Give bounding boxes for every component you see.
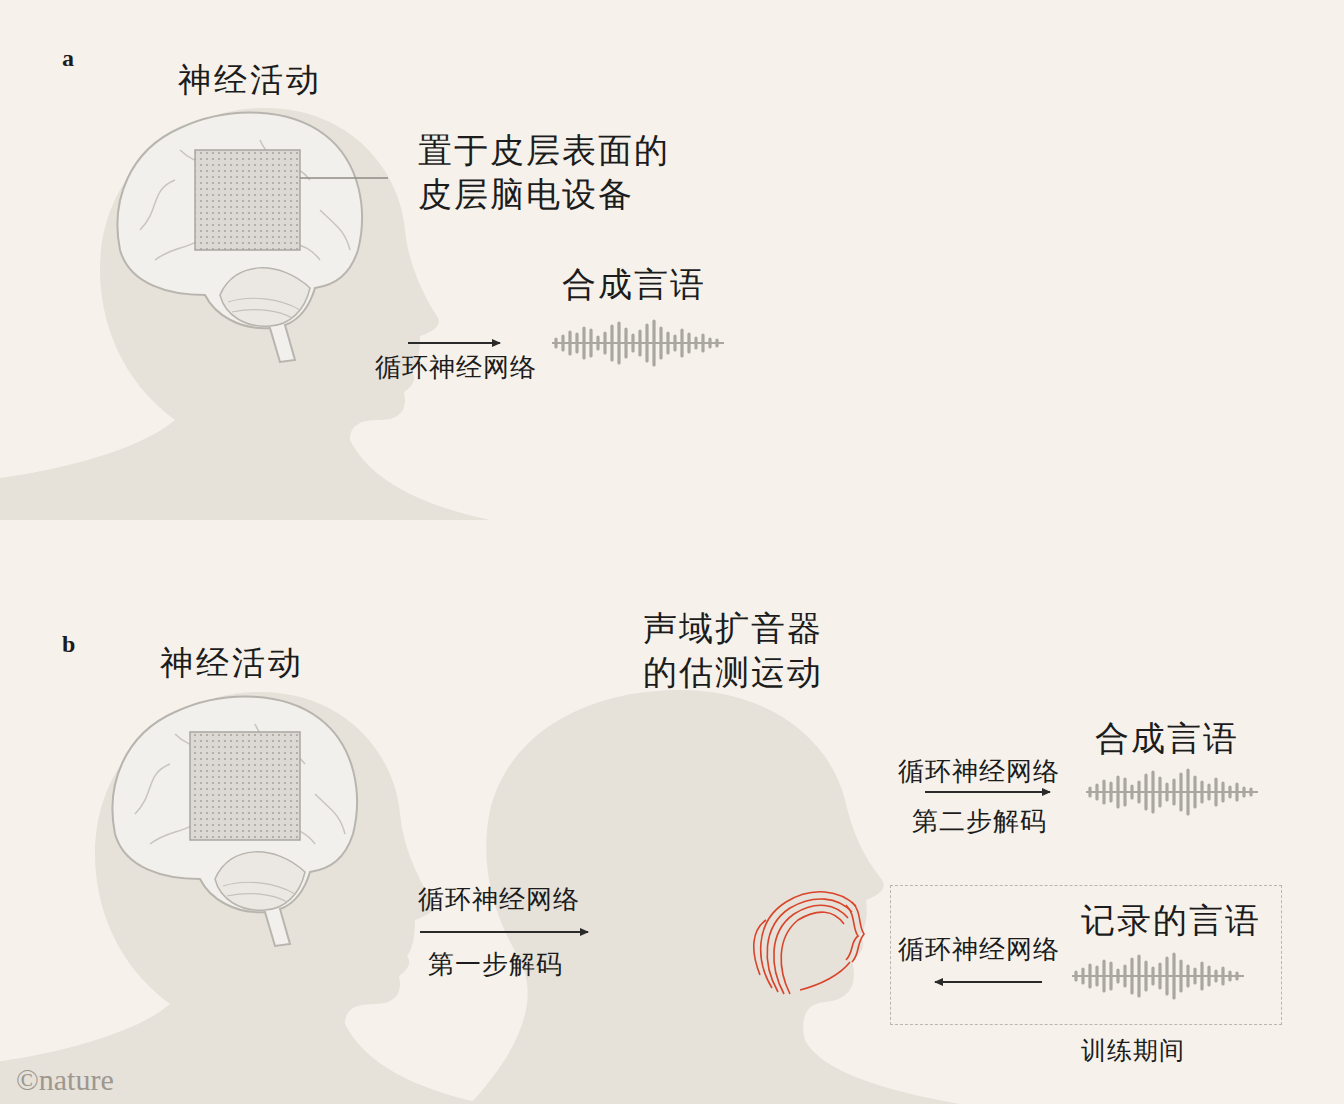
brain [113,697,357,946]
box-caption: 训练期间 [1081,1036,1185,1066]
waveform [1072,954,1244,998]
leader-line [300,177,388,179]
arrow [408,342,500,344]
box-heading: 记录的言语 [1081,900,1261,941]
ecog-grid [195,150,300,250]
arrow-label: 循环神经网络 [418,884,580,915]
head-silhouette [0,692,485,1104]
ecog-grid [190,732,300,840]
arrow [925,791,1050,793]
output-label: 合成言语 [562,264,706,305]
vocal-tract [754,892,864,994]
dashed-box: 记录的言语训练期间 [890,885,1282,1025]
brain [118,113,362,362]
output-label: 合成言语 [1095,718,1239,759]
arrow [935,981,1042,983]
head-silhouette [0,108,490,520]
arrow-label: 第二步解码 [912,806,1047,837]
panel-letter: b [62,630,75,659]
waveform [1086,770,1258,814]
stage-heading: 声域扩音器 的估测运动 [628,606,838,694]
panel-heading: 神经活动 [160,643,304,683]
arrow-label: 循环神经网络 [375,352,537,383]
watermark: ©nature [16,1062,114,1098]
panel-letter: a [62,44,74,73]
arrow-label: 循环神经网络 [898,756,1060,787]
arrow-label: 第一步解码 [428,949,563,980]
waveform [552,321,724,365]
panel-heading: 神经活动 [178,60,322,100]
callout-text: 置于皮层表面的 皮层脑电设备 [418,128,718,216]
arrow [420,931,588,933]
arrow-label: 循环神经网络 [898,934,1060,965]
